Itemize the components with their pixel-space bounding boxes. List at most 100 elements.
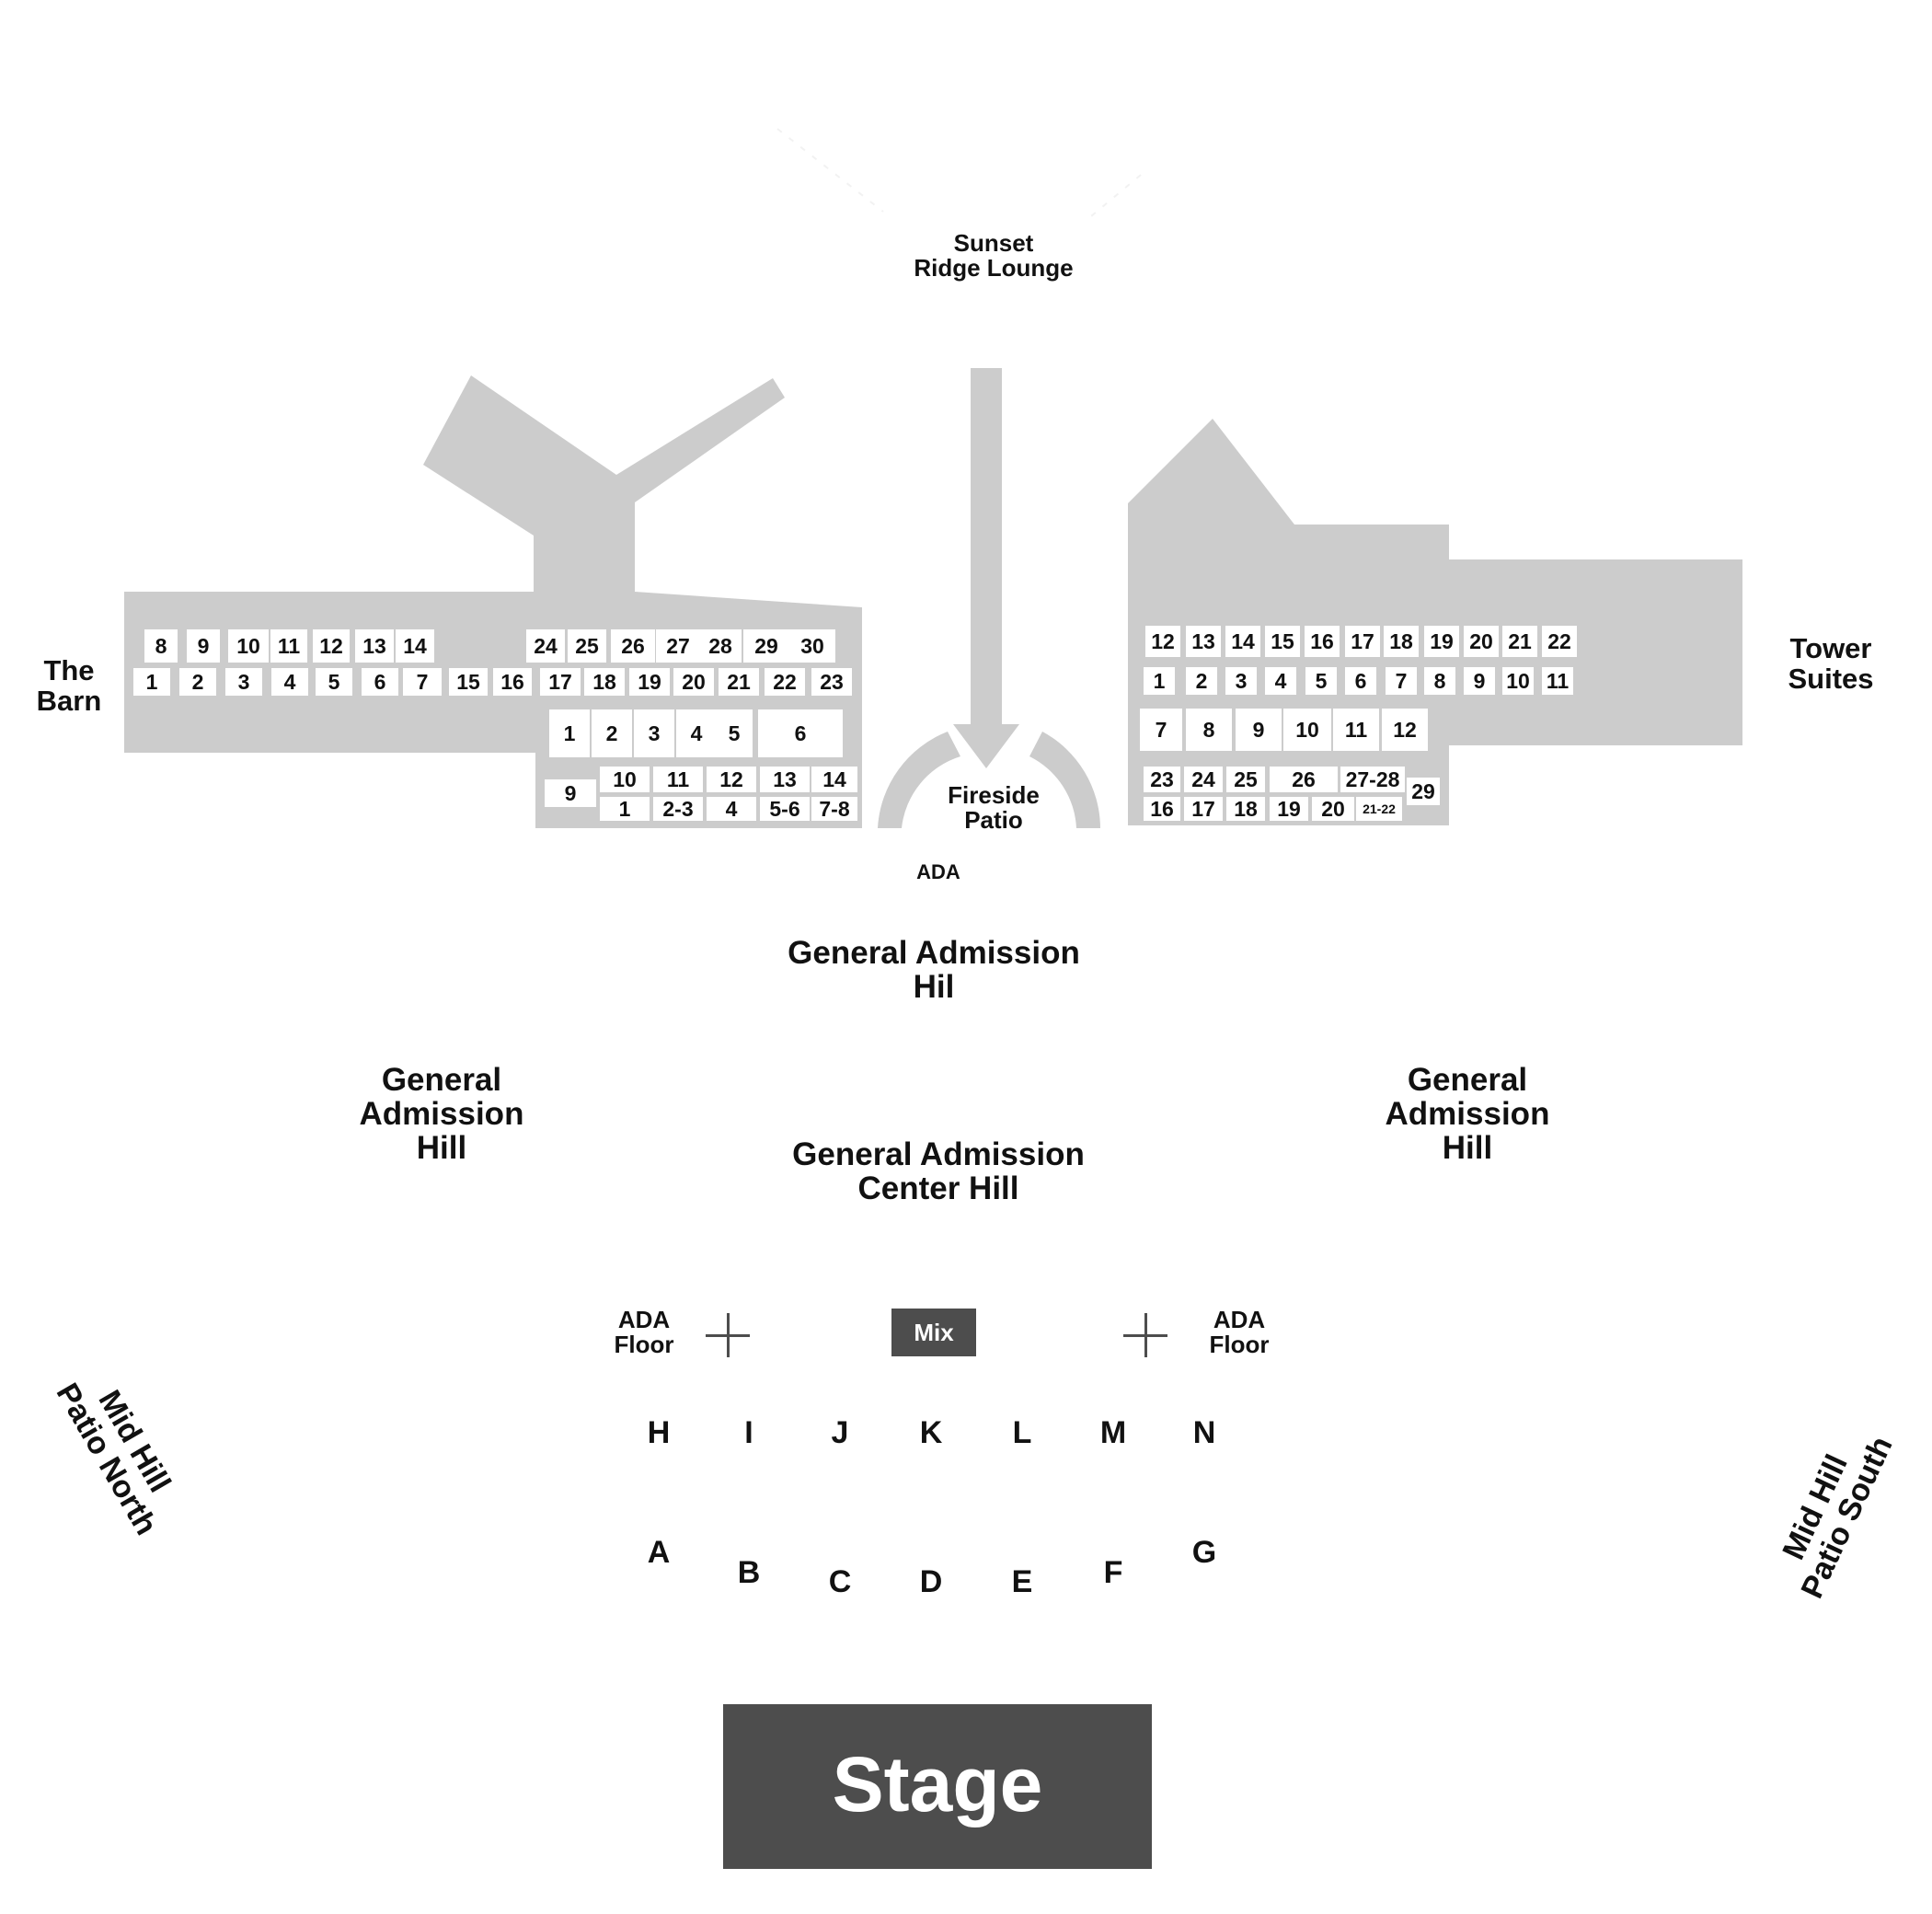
barn-box[interactable]: 3	[634, 709, 674, 757]
barn-section[interactable]	[124, 375, 862, 828]
tower-box[interactable]: 4	[1265, 667, 1296, 695]
barn-box[interactable]: 2-3	[653, 797, 703, 821]
floor-section[interactable]: N	[1192, 1415, 1216, 1450]
tower-box[interactable]: 8	[1424, 667, 1455, 695]
tower-box[interactable]: 12	[1382, 709, 1428, 751]
floor-section[interactable]: G	[1191, 1535, 1217, 1570]
tower-box[interactable]: 19	[1270, 797, 1308, 821]
barn-box[interactable]: 14	[811, 767, 857, 792]
barn-box[interactable]: 9	[187, 629, 220, 663]
floor-section[interactable]: H	[647, 1415, 671, 1450]
barn-box[interactable]: 18	[584, 668, 625, 696]
floor-section[interactable]: J	[831, 1415, 849, 1450]
ada-top-label[interactable]: ADA	[916, 860, 960, 883]
tower-box[interactable]: 15	[1265, 626, 1300, 657]
floor-section[interactable]: A	[647, 1535, 671, 1570]
barn-box[interactable]: 10	[228, 629, 269, 663]
barn-box[interactable]: 9	[545, 779, 596, 807]
tower-box[interactable]: 11	[1333, 709, 1379, 751]
barn-box[interactable]: 28	[699, 629, 742, 663]
barn-box[interactable]: 21	[719, 668, 759, 696]
barn-box[interactable]: 7	[403, 668, 442, 696]
tower-box[interactable]: 7	[1386, 667, 1417, 695]
tower-box[interactable]: 3	[1225, 667, 1257, 695]
tower-box[interactable]: 6	[1345, 667, 1376, 695]
tower-box[interactable]: 29	[1407, 778, 1440, 805]
tower-box[interactable]: 9	[1236, 709, 1282, 751]
tower-box[interactable]: 17	[1345, 626, 1380, 657]
tower-box[interactable]: 7	[1140, 709, 1182, 751]
tower-suites-section[interactable]	[1128, 419, 1742, 825]
tower-box[interactable]: 22	[1542, 626, 1577, 657]
barn-box[interactable]: 3	[225, 668, 262, 696]
barn-box[interactable]: 19	[629, 668, 670, 696]
tower-box[interactable]: 10	[1283, 709, 1331, 751]
tower-box[interactable]: 21-22	[1356, 797, 1402, 821]
fireside-patio-arc-left[interactable]	[878, 732, 960, 828]
tower-box[interactable]: 16	[1305, 626, 1340, 657]
tower-box[interactable]: 10	[1502, 667, 1534, 695]
barn-box[interactable]: 26	[611, 629, 655, 663]
tower-box[interactable]: 13	[1186, 626, 1221, 657]
barn-box[interactable]: 11	[270, 629, 307, 663]
tower-box[interactable]: 19	[1424, 626, 1459, 657]
barn-box[interactable]: 1	[600, 797, 650, 821]
tower-box[interactable]: 5	[1305, 667, 1337, 695]
floor-section[interactable]: M	[1099, 1415, 1127, 1450]
tower-box[interactable]: 21	[1502, 626, 1537, 657]
barn-box[interactable]: 13	[355, 629, 394, 663]
tower-box[interactable]: 14	[1225, 626, 1260, 657]
tower-box[interactable]: 16	[1144, 797, 1180, 821]
barn-box[interactable]: 20	[673, 668, 714, 696]
tower-box[interactable]: 27-28	[1340, 767, 1405, 792]
tower-box[interactable]: 1	[1144, 667, 1175, 695]
floor-section[interactable]: E	[1011, 1564, 1033, 1599]
barn-box[interactable]: 4	[707, 797, 756, 821]
barn-box[interactable]: 29	[743, 629, 789, 663]
barn-box[interactable]: 23	[811, 668, 852, 696]
barn-box[interactable]: 22	[765, 668, 805, 696]
barn-box[interactable]: 12	[707, 767, 756, 792]
barn-box[interactable]: 2	[592, 709, 632, 757]
barn-box[interactable]: 12	[313, 629, 350, 663]
tower-box[interactable]: 25	[1226, 767, 1265, 792]
tower-box[interactable]: 17	[1184, 797, 1223, 821]
tower-box[interactable]: 26	[1270, 767, 1338, 792]
barn-box[interactable]: 5	[716, 709, 753, 757]
tower-box[interactable]: 24	[1184, 767, 1223, 792]
barn-box[interactable]: 11	[653, 767, 703, 792]
barn-box[interactable]: 30	[789, 629, 835, 663]
barn-box[interactable]: 7-8	[811, 797, 857, 821]
floor-section[interactable]: K	[919, 1415, 943, 1450]
barn-box[interactable]: 13	[760, 767, 810, 792]
tower-box[interactable]: 11	[1542, 667, 1573, 695]
barn-box[interactable]: 24	[526, 629, 565, 663]
fireside-patio-arc-right[interactable]	[1029, 732, 1100, 828]
tower-box[interactable]: 20	[1312, 797, 1354, 821]
barn-box[interactable]: 2	[179, 668, 216, 696]
floor-section[interactable]: B	[737, 1555, 761, 1590]
tower-box[interactable]: 18	[1384, 626, 1419, 657]
barn-box[interactable]: 4	[676, 709, 717, 757]
barn-box[interactable]: 17	[540, 668, 581, 696]
floor-section[interactable]: F	[1103, 1555, 1123, 1590]
tower-box[interactable]: 23	[1144, 767, 1180, 792]
barn-box[interactable]: 16	[493, 668, 532, 696]
barn-box[interactable]: 1	[549, 709, 590, 757]
tower-box[interactable]: 9	[1464, 667, 1495, 695]
barn-box[interactable]: 10	[600, 767, 650, 792]
barn-box[interactable]: 1	[133, 668, 170, 696]
barn-box[interactable]: 27	[656, 629, 700, 663]
barn-box[interactable]: 5	[316, 668, 352, 696]
floor-section[interactable]: L	[1012, 1415, 1032, 1450]
floor-section[interactable]: C	[828, 1564, 852, 1599]
floor-section[interactable]: I	[744, 1415, 753, 1450]
